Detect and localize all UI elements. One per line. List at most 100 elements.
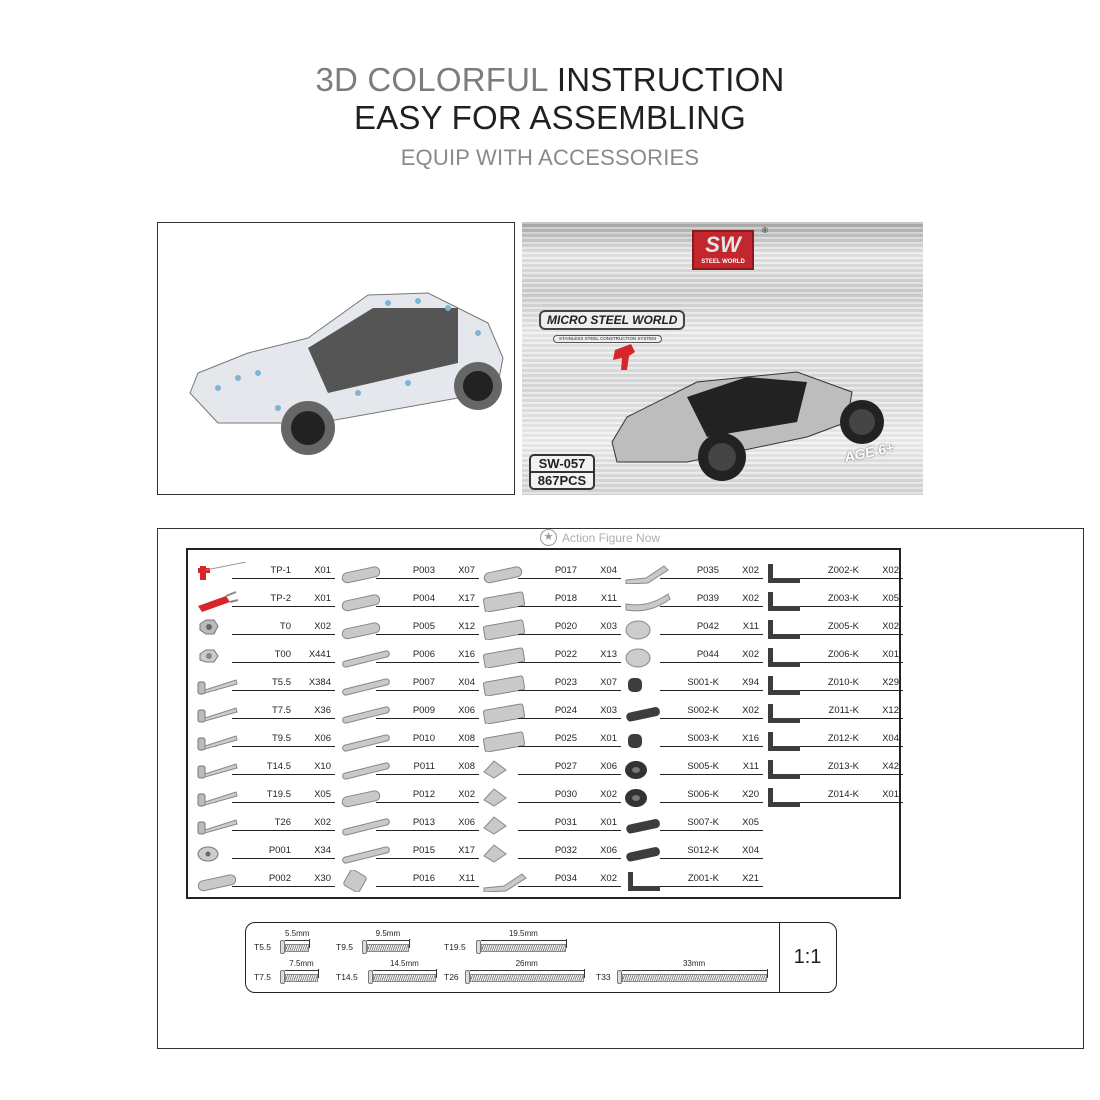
part-code: Z001-K bbox=[687, 873, 719, 884]
part-quantity: X441 bbox=[308, 649, 331, 660]
part-quantity: X11 bbox=[742, 621, 759, 632]
part-quantity: X02 bbox=[742, 649, 759, 660]
part-code: P034 bbox=[554, 873, 577, 884]
screw-thread bbox=[367, 944, 409, 952]
part-quantity: X02 bbox=[314, 621, 331, 632]
screw-code: T14.5 bbox=[336, 972, 358, 982]
screw-length: 33mm bbox=[621, 959, 768, 978]
square-plate-icon bbox=[343, 870, 367, 892]
part-code: S003-K bbox=[687, 733, 719, 744]
dark-wheel-icon bbox=[625, 761, 647, 779]
screw-head bbox=[362, 940, 367, 954]
part-underline bbox=[232, 718, 335, 719]
flat-plate-icon bbox=[482, 619, 526, 640]
part-item: Z014-K X01 bbox=[760, 784, 903, 812]
part-code: P011 bbox=[413, 761, 435, 772]
part-item: P025 X01 bbox=[478, 728, 621, 756]
part-quantity: X17 bbox=[458, 845, 475, 856]
part-code: Z014-K bbox=[827, 789, 859, 800]
screw-length: 14.5mm bbox=[372, 959, 438, 978]
part-underline bbox=[518, 690, 621, 691]
part-underline bbox=[376, 606, 479, 607]
part-underline bbox=[660, 802, 763, 803]
part-underline bbox=[232, 830, 335, 831]
screw-length: 7.5mm bbox=[285, 959, 319, 978]
part-code: P006 bbox=[412, 649, 435, 660]
screw-length: 19.5mm bbox=[480, 929, 568, 948]
series-name: MICRO STEEL WORLD bbox=[539, 310, 686, 330]
part-quantity: X04 bbox=[742, 845, 759, 856]
tagline: STAINLESS STEEL CONSTRUCTION SYSTEM bbox=[553, 335, 663, 343]
part-code: P032 bbox=[554, 845, 577, 856]
part-item: P032 X06 bbox=[478, 840, 621, 868]
part-underline bbox=[660, 718, 763, 719]
part-underline bbox=[518, 578, 621, 579]
part-quantity: X12 bbox=[882, 705, 899, 716]
part-code: P023 bbox=[554, 677, 577, 688]
part-underline bbox=[518, 746, 621, 747]
part-item: S012-K X04 bbox=[620, 840, 763, 868]
part-quantity: X01 bbox=[314, 593, 331, 604]
part-code: Z013-K bbox=[827, 761, 859, 772]
part-code: T0 bbox=[279, 621, 291, 632]
plate-icon bbox=[341, 594, 381, 612]
part-code: P039 bbox=[696, 593, 719, 604]
strip-icon bbox=[342, 762, 390, 780]
part-quantity: X10 bbox=[314, 761, 331, 772]
part-item: P016 X11 bbox=[336, 868, 479, 896]
part-item: S003-K X16 bbox=[620, 728, 763, 756]
screw-icon bbox=[197, 763, 238, 779]
part-code: S012-K bbox=[687, 845, 719, 856]
part-quantity: X02 bbox=[458, 789, 475, 800]
plate-icon bbox=[341, 622, 381, 640]
part-item: T9.5 X06 bbox=[192, 728, 335, 756]
curved-plate-icon bbox=[625, 593, 671, 612]
part-item: P001 X34 bbox=[192, 840, 335, 868]
part-code: Z011-K bbox=[828, 705, 859, 716]
parts-list-section bbox=[157, 528, 1084, 1049]
hex-nut-icon bbox=[199, 649, 219, 663]
plate-icon bbox=[341, 566, 381, 584]
plate-icon bbox=[341, 790, 381, 808]
part-item: P039 X02 bbox=[620, 588, 763, 616]
red-screwdriver-icon bbox=[198, 562, 247, 580]
headline-line-1: 3D COLORFUL INSTRUCTION bbox=[0, 62, 1100, 98]
strip-icon bbox=[342, 650, 390, 668]
part-item: P009 X06 bbox=[336, 700, 479, 728]
part-underline bbox=[376, 802, 479, 803]
part-underline bbox=[660, 774, 763, 775]
parts-column: P003 X07 P004 X17 P005 X12 P006 X16 P007… bbox=[336, 560, 479, 896]
screw-thread bbox=[621, 974, 767, 982]
part-code: T26 bbox=[274, 817, 291, 828]
screw-icon bbox=[197, 735, 238, 751]
screw-icon bbox=[197, 707, 238, 723]
part-underline bbox=[376, 718, 479, 719]
part-underline bbox=[518, 662, 621, 663]
screw-thread bbox=[285, 974, 318, 982]
part-quantity: X08 bbox=[458, 761, 475, 772]
dark-bracket-icon bbox=[768, 788, 800, 807]
screw-head bbox=[280, 940, 285, 954]
screw-code: T9.5 bbox=[336, 942, 354, 952]
part-underline bbox=[660, 690, 763, 691]
dark-bracket-icon bbox=[768, 704, 800, 723]
car-photo bbox=[611, 371, 884, 481]
part-quantity: X06 bbox=[600, 761, 617, 772]
part-quantity: X01 bbox=[600, 733, 617, 744]
part-underline bbox=[660, 578, 763, 579]
logo-subtext: STEEL WORLD bbox=[701, 259, 745, 265]
part-item: Z001-K X21 bbox=[620, 868, 763, 896]
part-quantity: X06 bbox=[458, 817, 475, 828]
part-item: P027 X06 bbox=[478, 756, 621, 784]
part-item: T5.5 X384 bbox=[192, 672, 335, 700]
part-underline bbox=[660, 886, 763, 887]
part-quantity: X384 bbox=[308, 677, 331, 688]
part-underline bbox=[376, 886, 479, 887]
part-code: P013 bbox=[412, 817, 435, 828]
part-item: T0 X02 bbox=[192, 616, 335, 644]
part-underline bbox=[800, 774, 903, 775]
screw-code: T7.5 bbox=[254, 972, 272, 982]
part-quantity: X30 bbox=[314, 873, 331, 884]
